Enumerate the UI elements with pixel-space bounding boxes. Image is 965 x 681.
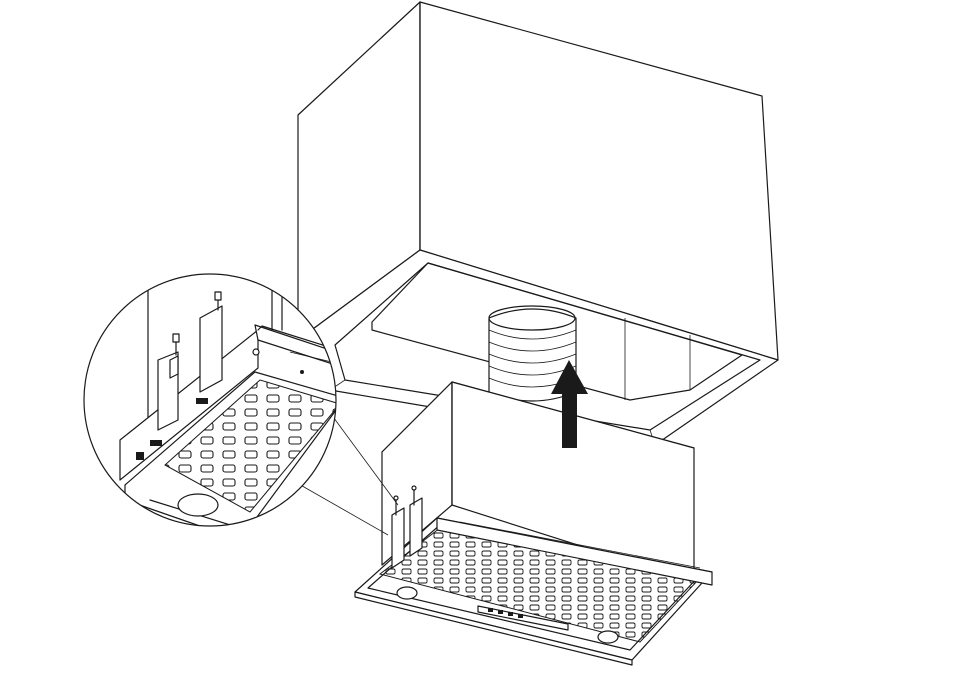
mounting-bracket [391,485,423,569]
light-lens-icon [396,586,418,600]
push-up-arrow-icon [551,360,588,448]
light-lens-icon [597,630,619,644]
control-panel [477,605,569,631]
mounting-bracket-detail [83,273,337,527]
built-in-cooker-hood [354,381,713,666]
